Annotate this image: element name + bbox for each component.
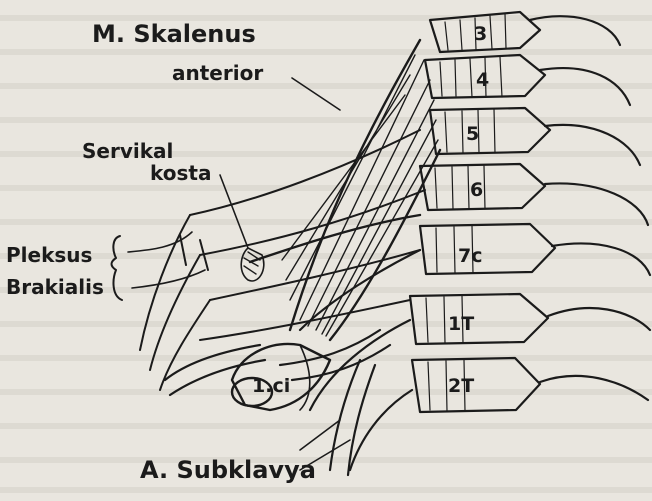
vertebra-label-1t: 1T	[448, 313, 474, 335]
label-brakialis: Brakialis	[6, 275, 104, 299]
vertebral-column	[300, 12, 650, 470]
vertebra-label-4: 4	[476, 69, 489, 91]
vertebra-7c	[420, 224, 555, 274]
background-bleed-texture	[0, 18, 652, 490]
label-kosta: kosta	[150, 161, 211, 185]
vertebra-2t	[412, 358, 540, 412]
label-pleksus: Pleksus	[6, 243, 92, 267]
vertebra-1t	[410, 294, 548, 344]
label-clavicle: 1.ci	[252, 375, 290, 397]
vertebra-label-3: 3	[474, 23, 487, 45]
label-anterior: anterior	[172, 61, 263, 85]
vertebra-label-5: 5	[466, 123, 479, 145]
vertebra-label-2t: 2T	[448, 375, 474, 397]
vertebra-5	[430, 108, 550, 154]
labels: M. Skalenus anterior Servikal kosta Plek…	[6, 20, 316, 484]
label-a-subklavya: A. Subklavya	[140, 456, 316, 484]
leader-skalenus	[292, 78, 340, 110]
label-m-skalenus: M. Skalenus	[92, 20, 256, 48]
vertebra-label-7c: 7c	[458, 245, 482, 267]
label-servikal: Servikal	[82, 139, 173, 163]
leader-brakialis	[132, 270, 205, 288]
vertebra-label-6: 6	[470, 179, 483, 201]
